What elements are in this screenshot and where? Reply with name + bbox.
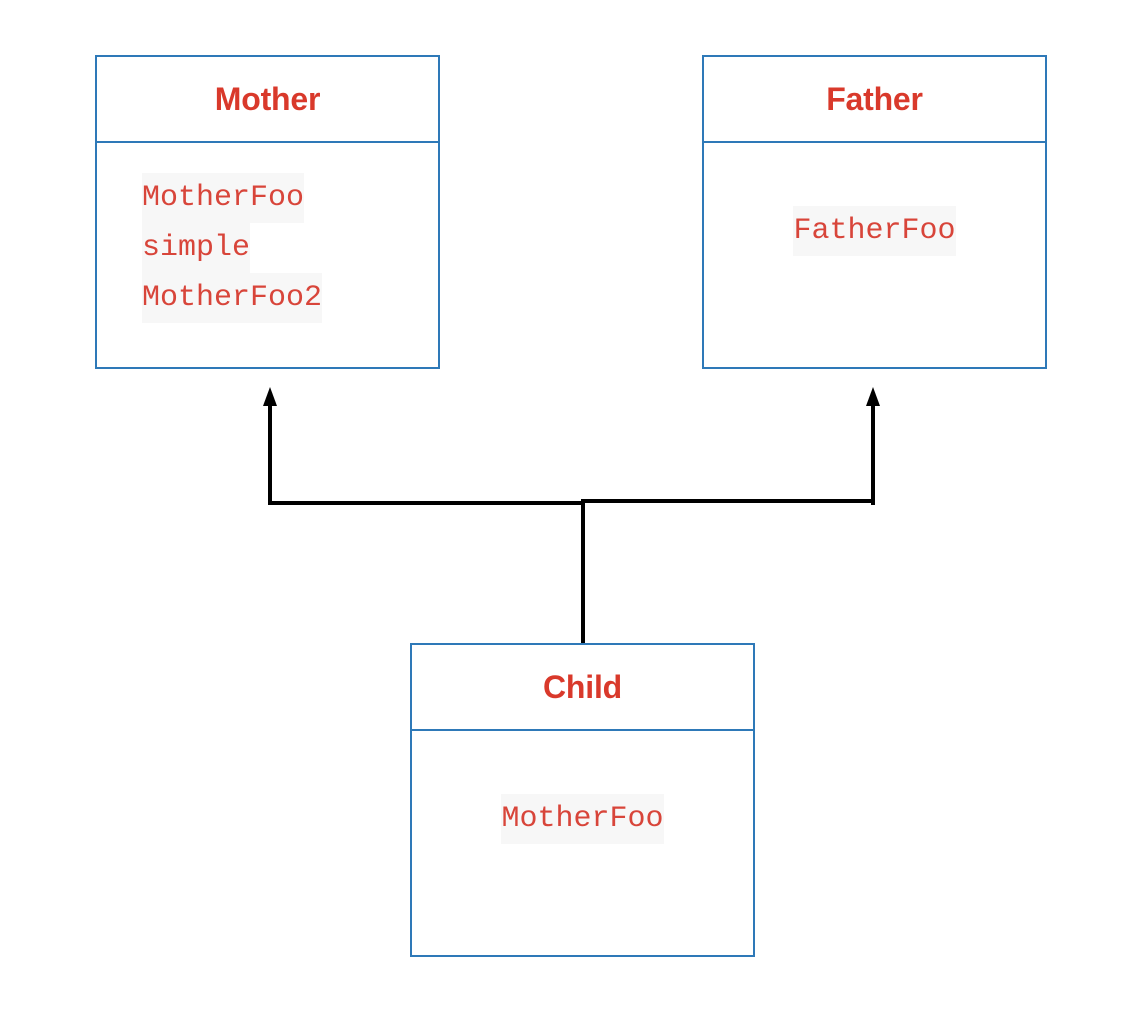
arrowhead-to-father-icon <box>866 387 880 406</box>
class-member: MotherFoo <box>501 794 664 844</box>
class-box-mother[interactable]: Mother MotherFoo simple MotherFoo2 <box>95 55 440 369</box>
arrowhead-to-mother-icon <box>263 387 277 406</box>
connector-child-to-mother-riser <box>268 405 272 505</box>
class-title-child: Child <box>543 669 622 705</box>
class-member: FatherFoo <box>793 206 956 256</box>
class-box-father[interactable]: Father FatherFoo <box>702 55 1047 369</box>
class-members-child: MotherFoo <box>412 731 753 955</box>
class-members-mother: MotherFoo simple MotherFoo2 <box>97 143 438 367</box>
connector-junction-drop <box>581 499 585 645</box>
connector-junction-bar-right <box>583 499 875 503</box>
class-member: MotherFoo <box>142 173 305 223</box>
connector-junction-bar-left <box>268 501 585 505</box>
class-members-father: FatherFoo <box>704 143 1045 367</box>
class-header-mother: Mother <box>97 57 438 143</box>
class-header-child: Child <box>412 645 753 731</box>
class-title-father: Father <box>826 81 923 117</box>
class-member: simple <box>142 223 251 273</box>
class-title-mother: Mother <box>214 81 321 117</box>
class-box-child[interactable]: Child MotherFoo <box>410 643 755 957</box>
connector-child-to-father-riser <box>871 405 875 505</box>
class-header-father: Father <box>704 57 1045 143</box>
class-member: MotherFoo2 <box>142 273 323 323</box>
